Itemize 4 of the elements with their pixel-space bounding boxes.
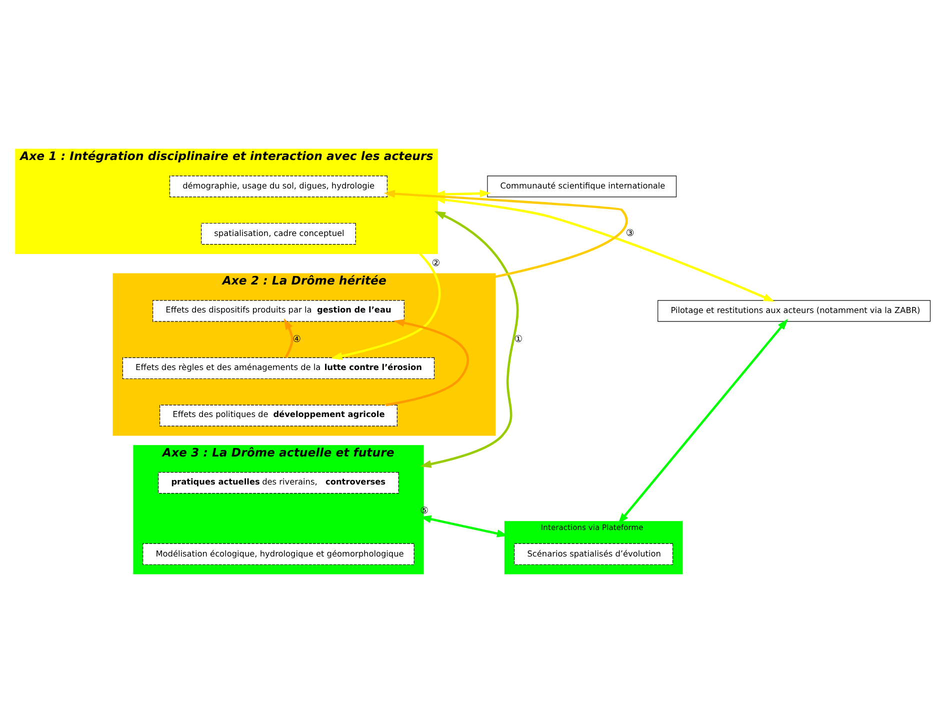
edge-label: ④ (292, 333, 302, 344)
edge-label: ② (432, 257, 440, 268)
edge-label: ③ (626, 227, 634, 238)
edge-label: ① (514, 333, 523, 344)
